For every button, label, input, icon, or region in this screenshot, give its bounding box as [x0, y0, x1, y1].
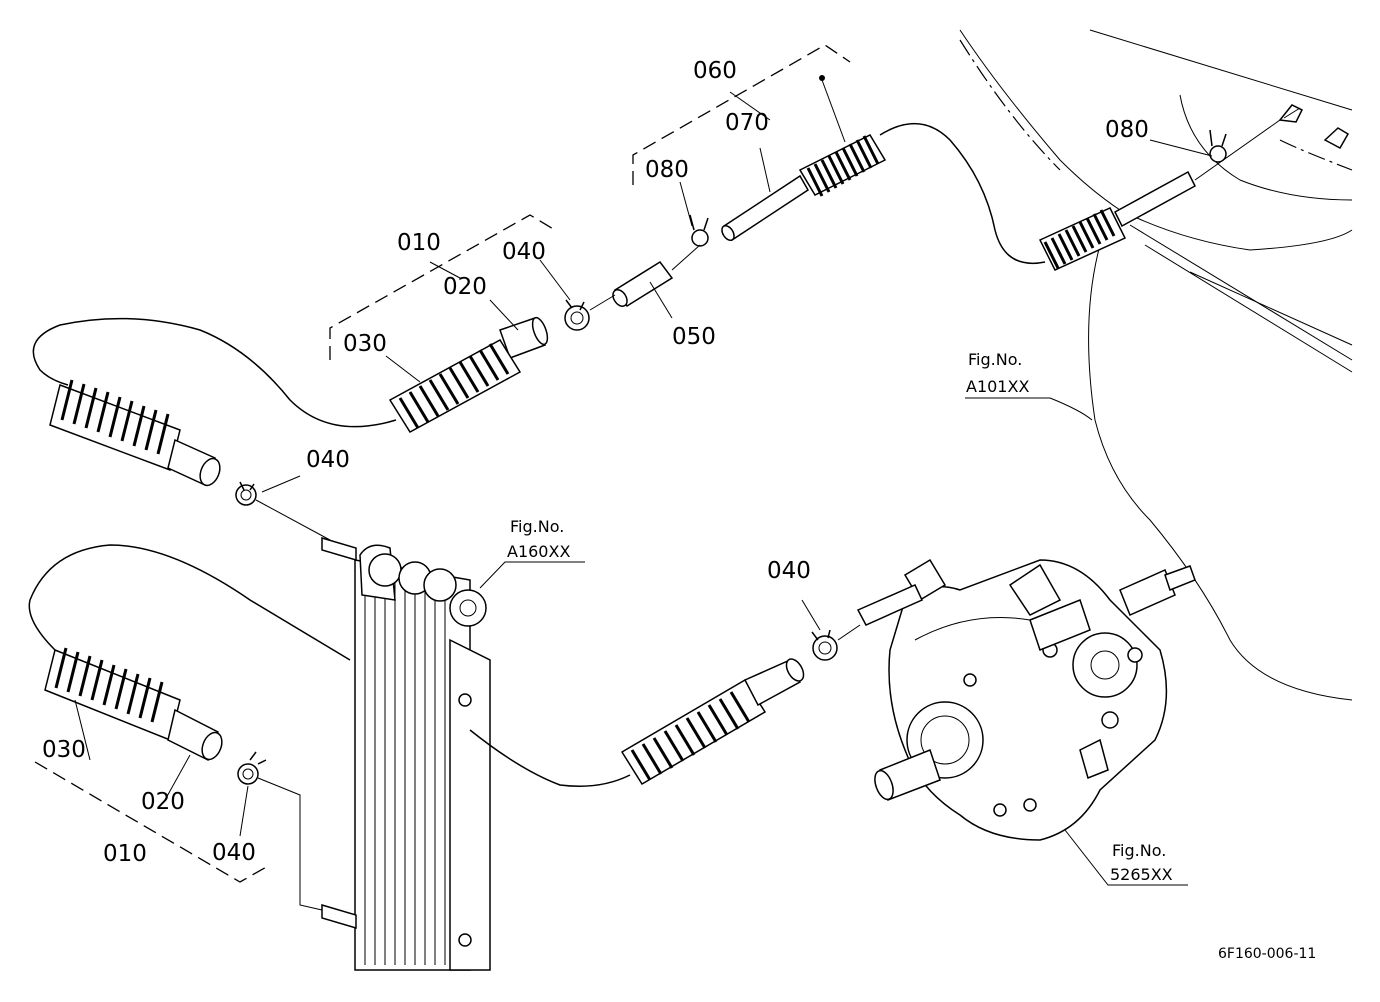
callout-040-bottom: 040: [212, 840, 256, 866]
group-010-top-bracket: [329, 214, 556, 360]
bolt-lower: [1323, 127, 1350, 150]
hose-070-assembly: [721, 119, 1281, 271]
callout-010-top: 010: [397, 230, 441, 256]
ref-a101-number: A101XX: [966, 377, 1029, 396]
hose-010-top: [32, 316, 549, 433]
callout-040-mid-left: 040: [306, 447, 350, 473]
clip-040-mid-left: [235, 481, 331, 541]
ref-a160-number: A160XX: [507, 542, 570, 561]
group-010-bottom-bracket: [34, 761, 269, 883]
leader-dot: [819, 75, 825, 81]
callout-030-bottom: 030: [42, 737, 86, 763]
ref-5265-number: 5265XX: [1110, 865, 1173, 884]
engine-block-outline: [959, 29, 1353, 701]
callout-050: 050: [672, 324, 716, 350]
callout-040-top: 040: [502, 239, 546, 265]
hose-mid-right: [469, 658, 805, 787]
ref-5265-title: Fig.No.: [1112, 841, 1166, 860]
fuel-pump-5265: [856, 558, 1196, 841]
callout-020-bottom: 020: [141, 789, 185, 815]
clip-080-right: [1209, 129, 1227, 163]
callout-020-top: 020: [443, 274, 487, 300]
fitting-050: [612, 244, 701, 307]
clip-040-bottom: [237, 751, 323, 911]
callout-030-top: 030: [343, 331, 387, 357]
callout-080-left: 080: [645, 157, 689, 183]
callout-040-mid-right: 040: [767, 558, 811, 584]
drawing-code: 6F160-006-11: [1218, 946, 1316, 962]
clip-040-right: [811, 624, 861, 661]
clip-040-top: [564, 294, 616, 331]
callout-010-bottom: 010: [103, 841, 147, 867]
callout-070: 070: [725, 110, 769, 136]
hose-left-lower: [28, 544, 351, 762]
clip-080-left: [689, 214, 709, 247]
cooler-a160: [321, 536, 491, 971]
callout-080-right: 080: [1105, 117, 1149, 143]
ref-a101-title: Fig.No.: [968, 350, 1022, 369]
callout-060: 060: [693, 58, 737, 84]
ref-a160-title: Fig.No.: [510, 517, 564, 536]
leader-lines: [74, 79, 1213, 886]
hose-left-upper: [49, 379, 221, 487]
bolt-upper: [1278, 104, 1304, 123]
